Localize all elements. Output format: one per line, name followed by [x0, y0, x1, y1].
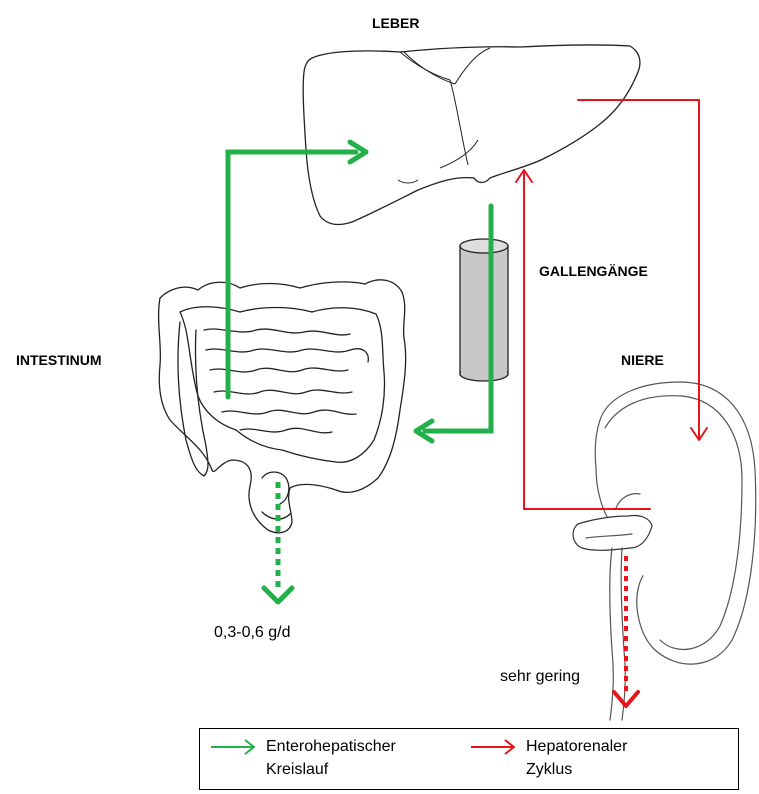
kidney-illustration: [573, 382, 756, 720]
liver-illustration: [303, 45, 640, 225]
legend: Enterohepatischer Kreislauf Hepatorenale…: [199, 728, 739, 790]
bile-ducts-label: GALLENGÄNGE: [539, 263, 648, 279]
legend-enterohepatic-line2: Kreislauf: [266, 758, 396, 781]
legend-item-enterohepatic: Enterohepatischer Kreislauf: [208, 735, 396, 781]
liver-label: LEBER: [372, 15, 419, 31]
fecal-excretion-arrowhead: [264, 588, 292, 602]
fecal-amount-label: 0,3-0,6 g/d: [214, 624, 291, 642]
legend-enterohepatic-text: Enterohepatischer Kreislauf: [266, 735, 396, 781]
legend-hepatorenal-line2: Zyklus: [526, 758, 627, 781]
legend-hepatorenal-line1: Hepatorenaler: [526, 735, 627, 758]
legend-hepatorenal-text: Hepatorenaler Zyklus: [526, 735, 627, 781]
intestine-label: INTESTINUM: [16, 352, 102, 368]
urine-amount-label: sehr gering: [500, 668, 580, 686]
intestine-illustration: [159, 280, 406, 533]
red-arrow-icon: [468, 735, 520, 759]
urinary-excretion-arrowhead: [614, 692, 638, 706]
kidney-label: NIERE: [621, 352, 664, 368]
legend-item-hepatorenal: Hepatorenaler Zyklus: [468, 735, 627, 781]
green-arrow-icon: [208, 735, 260, 759]
cylinder-illustration: [460, 239, 508, 381]
legend-enterohepatic-line1: Enterohepatischer: [266, 735, 396, 758]
